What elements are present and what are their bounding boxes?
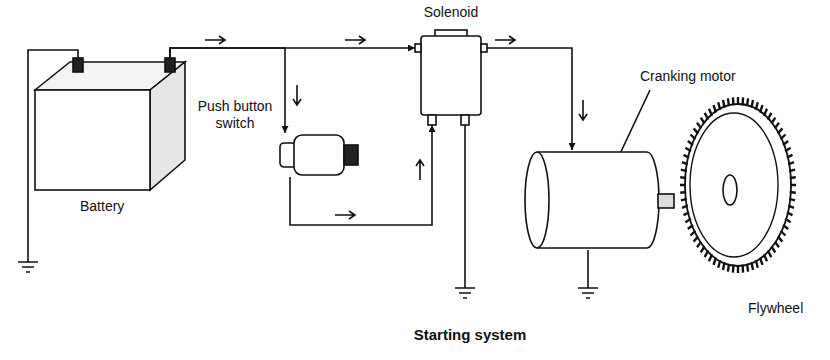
solenoid-symbol xyxy=(415,30,487,125)
motor-end xyxy=(525,152,549,248)
battery-side xyxy=(150,62,185,190)
flow-arrow xyxy=(416,160,424,180)
flow-arrow xyxy=(495,36,515,44)
flow-arrow xyxy=(335,211,355,219)
wire xyxy=(290,125,432,225)
flow-arrow xyxy=(579,100,587,120)
solenoid: Solenoid xyxy=(415,30,487,125)
battery: Battery xyxy=(35,58,185,190)
flow-arrow xyxy=(205,36,225,44)
push-button-switch: Push button switch xyxy=(280,133,362,177)
solenoid-terminal xyxy=(428,115,436,125)
flywheel-symbol xyxy=(668,95,798,275)
solenoid-terminal xyxy=(415,44,421,52)
push-button-switch-symbol xyxy=(280,133,362,177)
part-label: Push button switch xyxy=(195,98,275,132)
switch-body xyxy=(294,135,344,175)
solenoid-body xyxy=(421,36,481,115)
wire xyxy=(487,48,572,150)
switch-knob xyxy=(344,145,358,165)
motor-body xyxy=(537,152,659,248)
part-label: Battery xyxy=(80,198,150,215)
flywheel-hole xyxy=(723,175,737,205)
cranking-motor: Cranking motor xyxy=(522,150,674,250)
flywheel-teeth xyxy=(680,97,796,273)
part-label: Solenoid xyxy=(411,4,491,21)
battery-front xyxy=(35,90,150,190)
battery-terminal xyxy=(165,58,175,72)
ground-symbol xyxy=(18,262,38,272)
flow-arrow xyxy=(345,36,365,44)
ground-symbol xyxy=(455,288,475,298)
part-label: Flywheel xyxy=(748,300,818,317)
flywheel: Flywheel xyxy=(668,95,798,275)
battery-symbol xyxy=(35,58,185,190)
flow-arrow xyxy=(293,85,301,105)
part-label: Cranking motor xyxy=(640,68,760,85)
solenoid-terminal xyxy=(481,44,487,52)
ground-symbol xyxy=(578,288,598,298)
ground-wire xyxy=(587,250,589,288)
flywheel-face xyxy=(690,113,778,257)
solenoid-terminal xyxy=(461,115,469,125)
wire xyxy=(170,48,285,133)
battery-terminal xyxy=(73,58,83,72)
motor-pinion xyxy=(658,194,674,208)
figure-caption: Starting system xyxy=(370,326,570,343)
ground-wire xyxy=(464,125,466,288)
wire xyxy=(170,48,415,58)
cranking-motor-symbol xyxy=(522,150,674,250)
